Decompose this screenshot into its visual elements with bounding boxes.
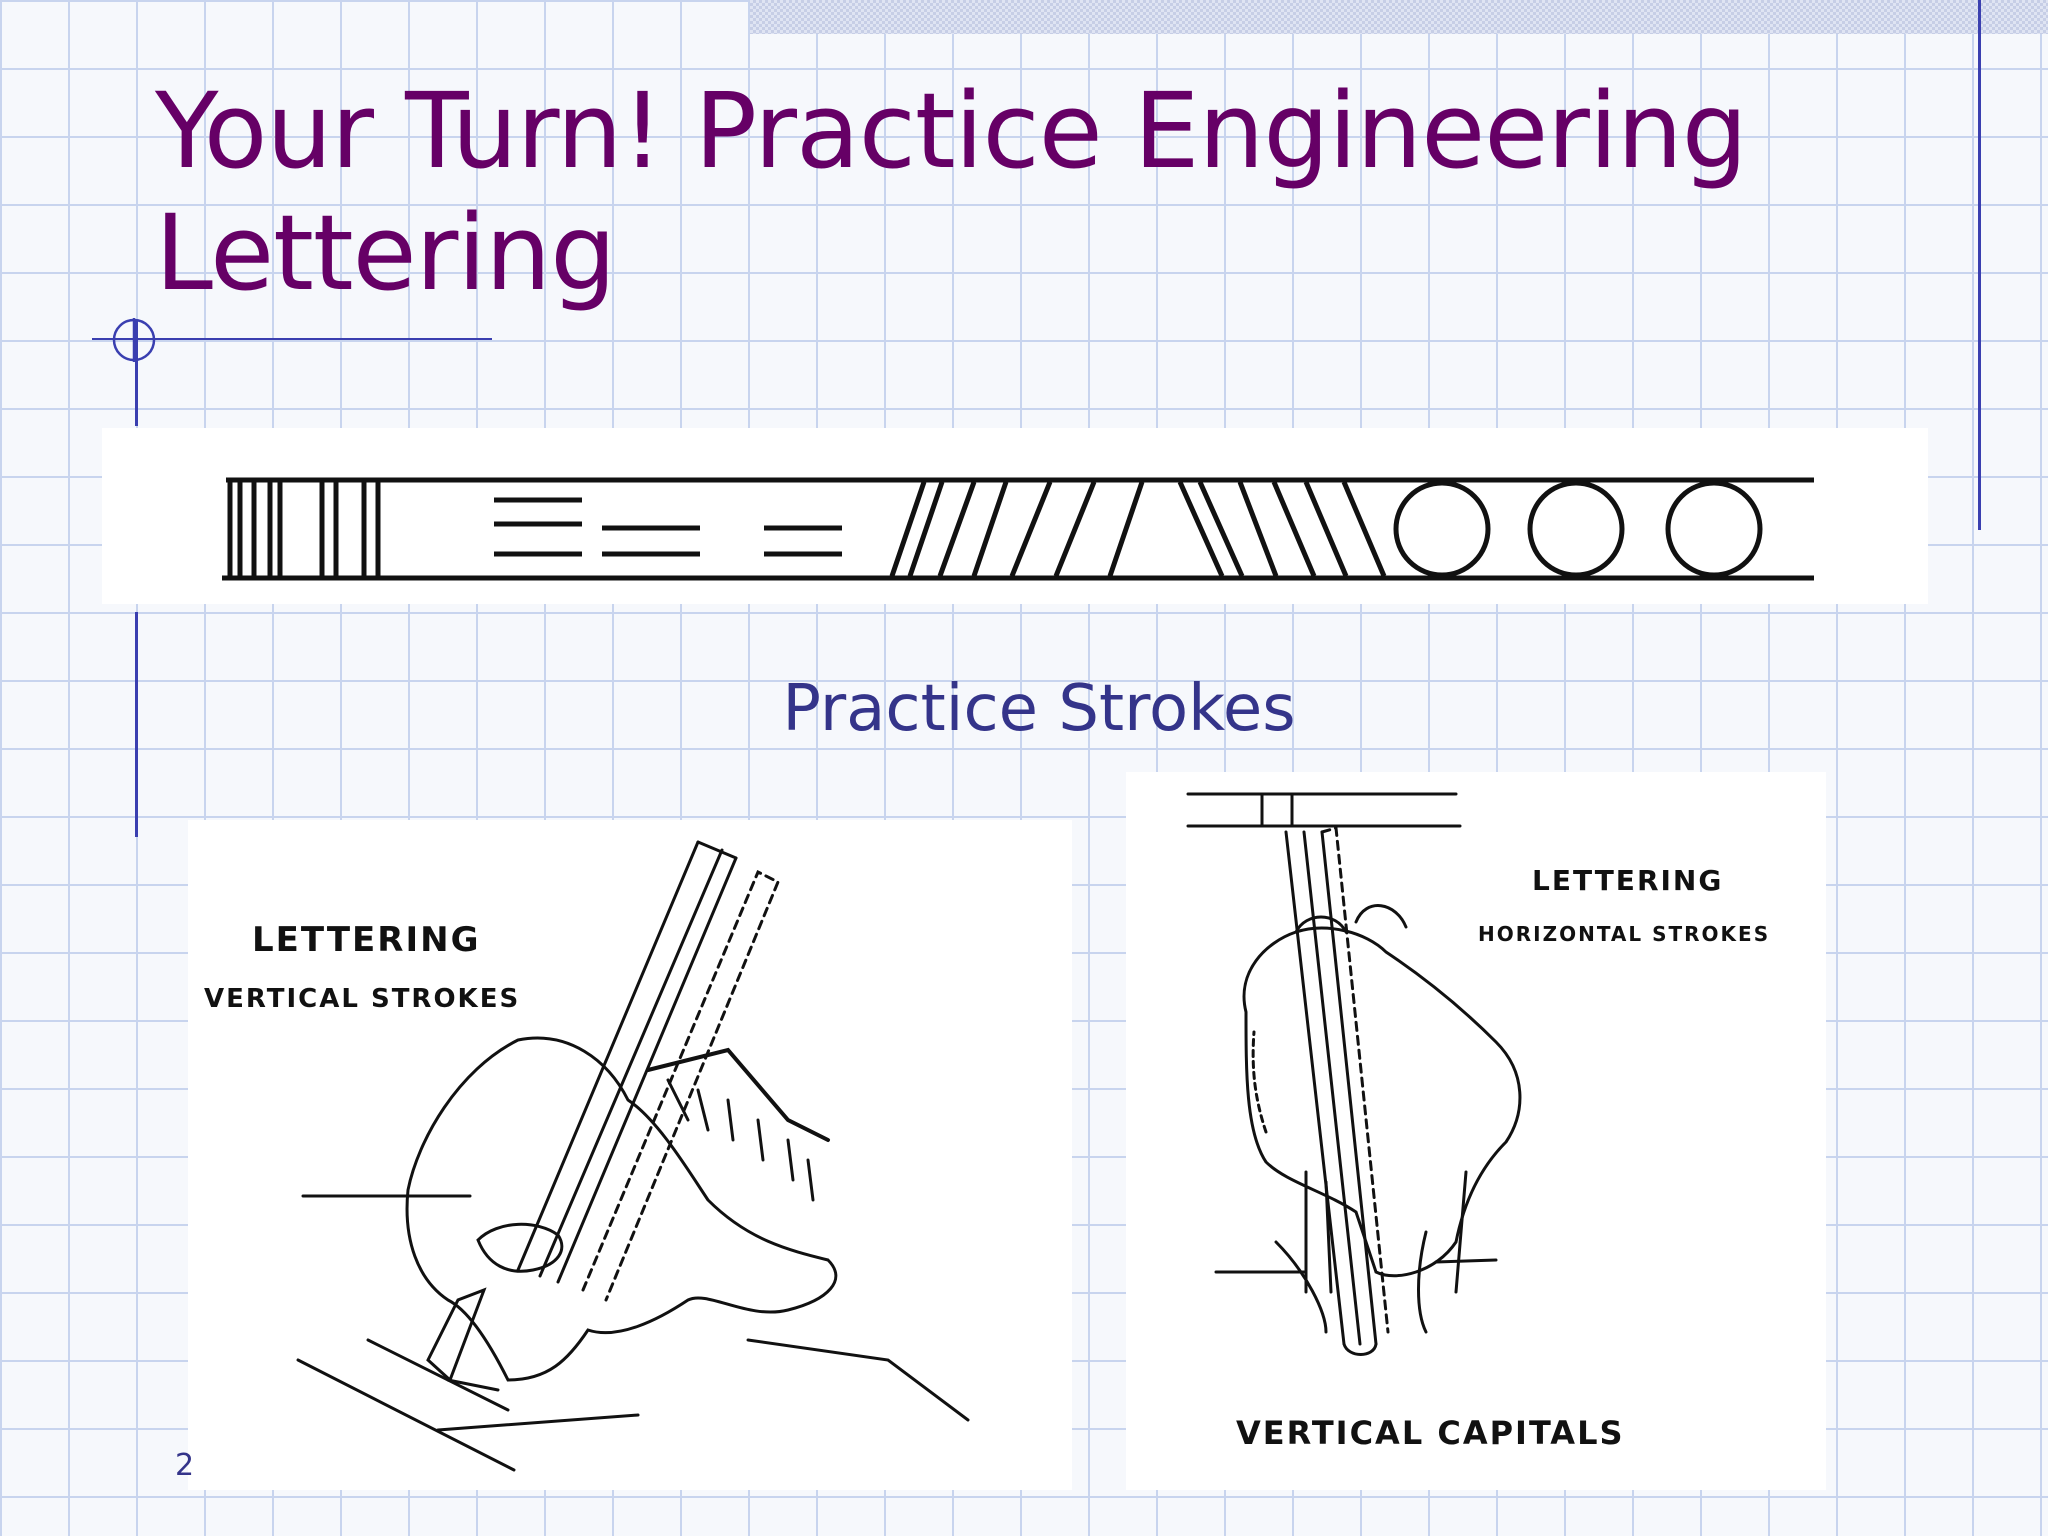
- crosshair-icon: [112, 318, 156, 362]
- slide-number: 2: [175, 1448, 195, 1483]
- practice-strokes-strip: [102, 428, 1928, 604]
- left-vertical-rule-top: [135, 320, 138, 426]
- vertical-strokes-figure: LETTERING VERTICAL STROKES: [188, 820, 1072, 1490]
- practice-strokes-illustration: [222, 477, 1814, 581]
- slide-title: Your Turn! Practice Engineering Letterin…: [155, 70, 1748, 314]
- left-vertical-rule-middle: [135, 612, 138, 837]
- right-figure-subheading: HORIZONTAL STROKES: [1478, 922, 1771, 946]
- hand-drawing-vertical-strokes: [296, 840, 970, 1472]
- right-figure-heading: LETTERING: [1532, 864, 1724, 897]
- title-underline-rule: [92, 338, 492, 340]
- practice-strokes-subtitle: Practice Strokes: [782, 672, 1296, 746]
- left-figure-subheading: VERTICAL STROKES: [204, 984, 521, 1014]
- left-figure-heading: LETTERING: [252, 920, 481, 960]
- right-vertical-rule: [1978, 0, 1981, 530]
- right-figure-caption: VERTICAL CAPITALS: [1236, 1414, 1625, 1452]
- top-pattern-band: [750, 0, 2048, 34]
- horizontal-strokes-figure: LETTERING HORIZONTAL STROKES VERTICAL CA…: [1126, 772, 1826, 1490]
- hand-drawing-horizontal-strokes: [1186, 792, 1522, 1356]
